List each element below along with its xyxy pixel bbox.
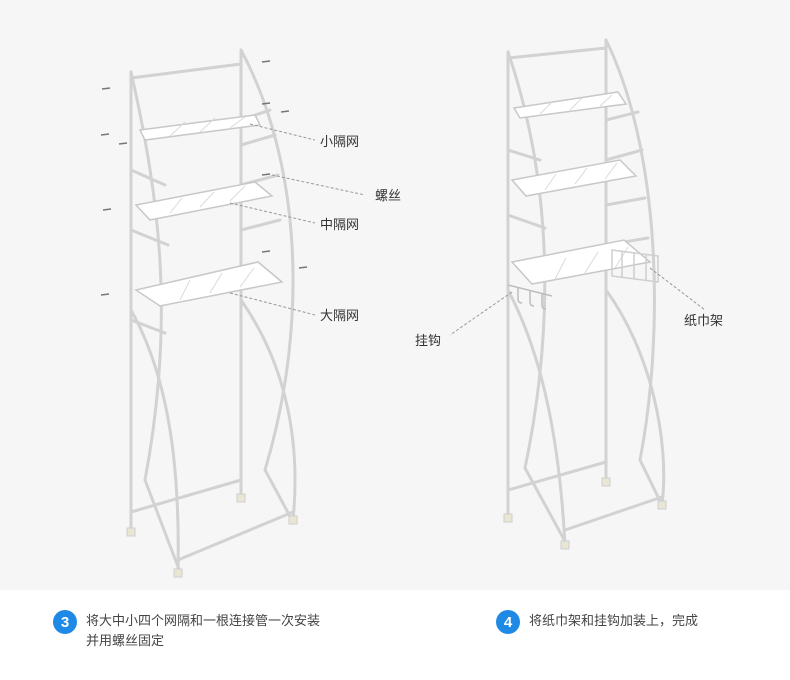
step-4-text: 将纸巾架和挂钩加装上，完成 — [529, 612, 698, 632]
left-mesh-lines — [169, 116, 255, 301]
right-rack — [506, 38, 666, 547]
label-small-mesh: 小隔网 — [320, 135, 359, 150]
screws — [100, 60, 308, 296]
towel-rack — [611, 249, 659, 283]
step-3-line2: 并用螺丝固定 — [86, 634, 165, 649]
step-4: 4 将纸巾架和挂钩加装上，完成 — [496, 610, 698, 634]
right-feet — [503, 477, 667, 550]
right-shelves — [510, 91, 652, 285]
label-screw: 螺丝 — [375, 189, 401, 204]
hooks — [507, 284, 553, 310]
step-4-line1: 将纸巾架和挂钩加装上，完成 — [529, 614, 699, 629]
label-middle-mesh: 中隔网 — [320, 218, 359, 233]
label-towel-rack: 纸巾架 — [684, 314, 723, 329]
left-feet — [126, 493, 298, 578]
step-3-badge: 3 — [53, 610, 77, 634]
step-4-badge: 4 — [496, 610, 520, 634]
label-large-mesh: 大隔网 — [320, 309, 359, 324]
step-3-line1: 将大中小四个网隔和一根连接管一次安装 — [86, 614, 321, 629]
left-leader-lines — [229, 123, 366, 316]
right-leader-lines — [449, 267, 706, 336]
label-hook: 挂钩 — [415, 334, 441, 349]
step-3-text: 将大中小四个网隔和一根连接管一次安装 并用螺丝固定 — [86, 612, 320, 652]
left-shelves — [134, 114, 284, 307]
rack-diagram: 小隔网 螺丝 中隔网 大隔网 — [100, 38, 723, 578]
right-mesh-lines — [539, 94, 629, 280]
step-3: 3 将大中小四个网隔和一根连接管一次安装 并用螺丝固定 — [53, 610, 320, 652]
illustration-area: 小隔网 螺丝 中隔网 大隔网 — [100, 38, 724, 578]
